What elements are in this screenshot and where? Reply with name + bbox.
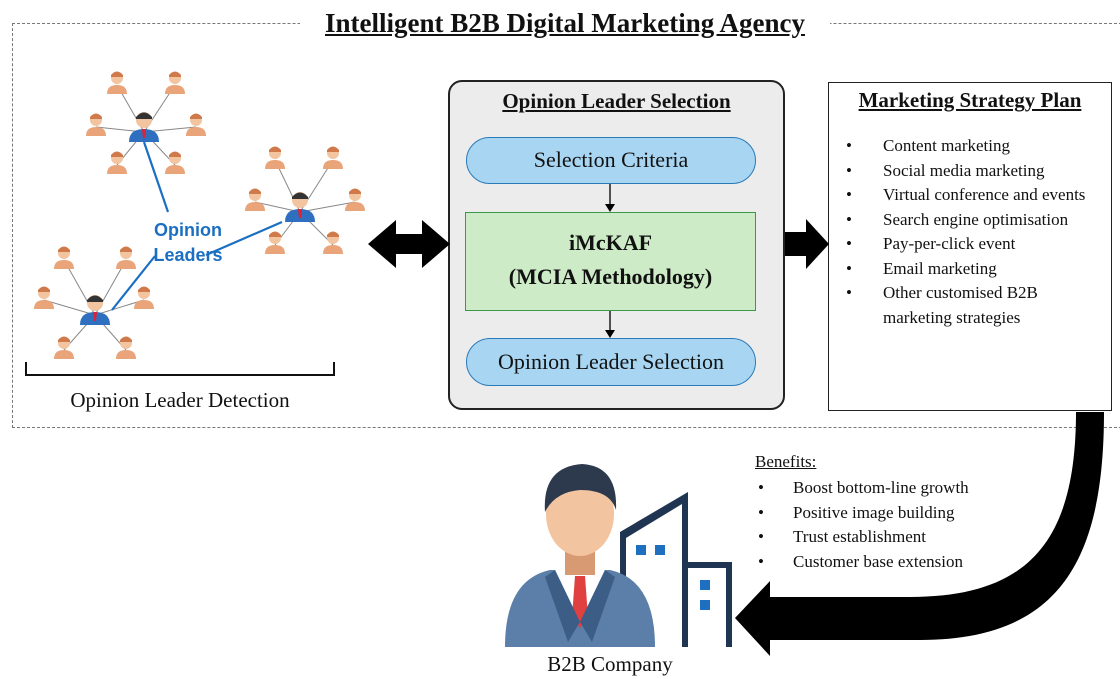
method-name: iMcKAF <box>568 230 653 255</box>
detection-label: Opinion Leader Detection <box>70 388 290 412</box>
opinion-leaders-label: Opinion Leaders <box>138 218 238 268</box>
benefit-item: Positive image building <box>740 501 1040 526</box>
detection-bracket <box>25 362 335 376</box>
strategy-item: Content marketing <box>828 134 1108 159</box>
method-subtitle: (MCIA Methodology) <box>508 264 713 289</box>
opinion-leader-network <box>34 71 365 359</box>
leaders-label-line1: Opinion <box>154 220 222 240</box>
strategy-item: Virtual conference and events <box>828 183 1108 208</box>
right-arrow <box>785 219 829 269</box>
benefit-item: Customer base extension <box>740 550 1040 575</box>
strategy-item: Email marketing <box>828 257 1108 282</box>
strategy-title: Marketing Strategy Plan <box>858 88 1082 112</box>
strategy-item: Pay-per-click event <box>828 232 1108 257</box>
b2b-company-illustration <box>505 464 732 647</box>
leader-selection-pill: Opinion Leader Selection <box>466 338 756 386</box>
curved-arrow <box>735 412 1104 656</box>
double-arrow <box>368 220 450 268</box>
leaders-label-line2: Leaders <box>153 245 223 265</box>
benefits-heading: Benefits: <box>755 452 817 471</box>
businessman-icon <box>505 464 655 647</box>
strategy-item: Social media marketing <box>828 159 1108 184</box>
strategy-item: Search engine optimisation <box>828 208 1108 233</box>
strategy-item: Other customised B2B marketing strategie… <box>828 281 1108 330</box>
benefit-item: Trust establishment <box>740 525 1040 550</box>
strategy-list: Content marketing Social media marketing… <box>828 134 1108 330</box>
connector-arrows <box>605 184 615 338</box>
selection-title: Opinion Leader Selection <box>502 89 731 113</box>
benefits-list: Boost bottom-line growth Positive image … <box>740 476 1040 574</box>
benefit-item: Boost bottom-line growth <box>740 476 1040 501</box>
company-label: B2B Company <box>547 652 673 676</box>
selection-criteria-pill: Selection Criteria <box>466 137 756 184</box>
agency-title: Intelligent B2B Digital Marketing Agency <box>300 4 830 42</box>
mckaf-method-box: iMcKAF (MCIA Methodology) <box>465 212 756 311</box>
